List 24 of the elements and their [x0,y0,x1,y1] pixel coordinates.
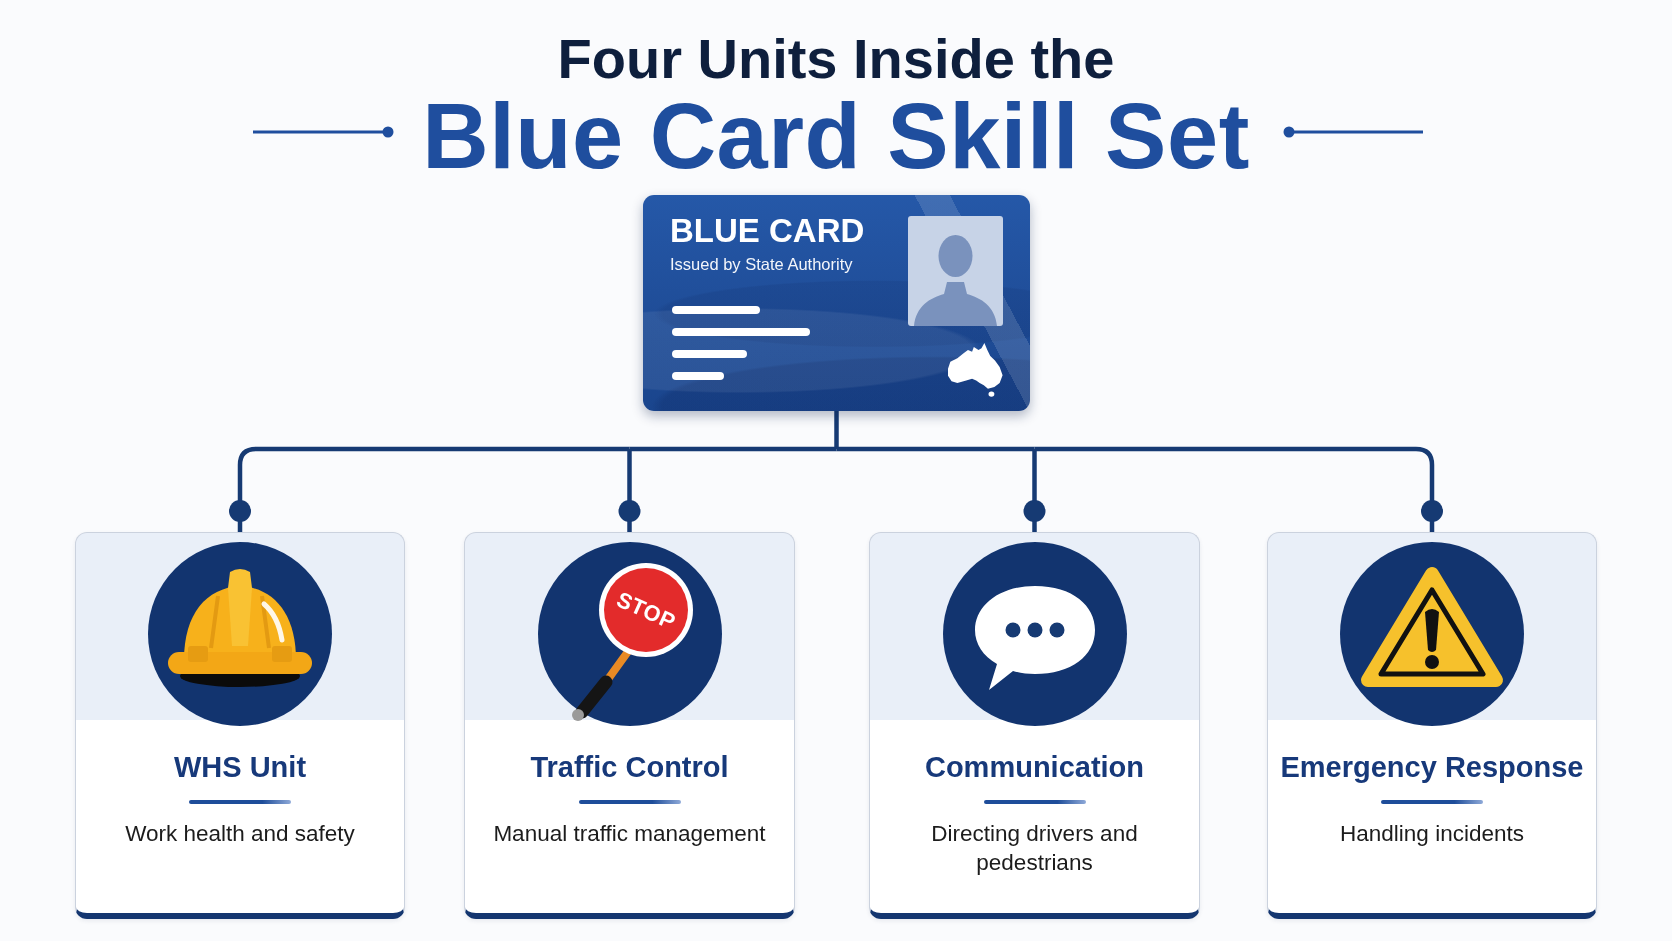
connector-line [618,449,641,532]
unit-title: Emergency Response [1279,751,1585,785]
unit-title: WHS Unit [172,751,308,785]
unit-card [1267,532,1597,919]
connector-line [229,446,630,532]
connector-line [1023,449,1046,532]
card-subtitle: Issued by State Authority [670,255,853,274]
connector-line [836,446,1035,452]
unit-card [75,532,405,919]
connector-line [1034,446,1443,532]
title: Four Units Inside the Blue Card Skill Set [422,28,1250,182]
connector-line [629,446,837,452]
unit-description: Work health and safety [125,819,355,848]
unit-description: Directing drivers and pedestrians [930,819,1139,877]
unit-description: Handling incidents [1340,819,1524,848]
connector-line [834,411,839,449]
unit-card [869,532,1200,919]
unit-description: Manual traffic management [493,819,766,848]
card-title: BLUE CARD [670,214,865,247]
sign-text: STOP [612,587,679,634]
unit-title: Communication [923,751,1146,785]
id-card [643,195,1030,411]
unit-card [464,532,795,919]
unit-title: Traffic Control [529,751,730,785]
